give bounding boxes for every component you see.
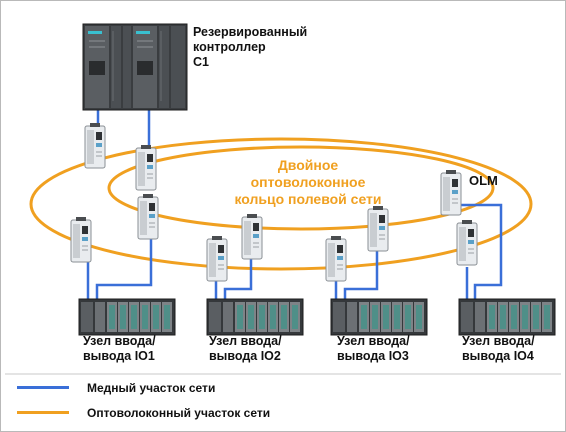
ring-label-line3: кольцо полевой сети	[234, 191, 382, 207]
olm-switch	[84, 123, 106, 169]
ring-label-line1: Двойное	[277, 157, 339, 173]
olm-switch	[440, 170, 462, 216]
inner-fiber-ring	[107, 145, 495, 231]
copper-link-io3-b	[343, 251, 379, 303]
io-node-3-line2: вывода IO3	[337, 349, 409, 363]
io-node-2-line2: вывода IO2	[209, 349, 281, 363]
io-rack-4	[458, 298, 556, 336]
olm-switch	[206, 236, 228, 282]
copper-link-io4-b	[457, 203, 503, 303]
olm-switch	[367, 206, 389, 252]
io-node-4-line1: Узел ввода/	[462, 334, 535, 348]
olm-switch	[70, 217, 92, 263]
controller-label-line3: С1	[193, 55, 209, 69]
controller-label-line2: контроллер	[193, 40, 266, 54]
copper-link-io1-b	[95, 235, 153, 303]
io-node-label-2: Узел ввода/ вывода IO2	[209, 334, 282, 364]
io-rack-3	[330, 298, 428, 336]
outer-fiber-ring	[29, 137, 533, 271]
io-node-label-4: Узел ввода/ вывода IO4	[462, 334, 535, 364]
io-node-4-line2: вывода IO4	[462, 349, 534, 363]
olm-switch	[241, 214, 263, 260]
olm-label: OLM	[469, 173, 498, 188]
olm-switch	[456, 220, 478, 266]
io-node-2-line1: Узел ввода/	[209, 334, 282, 348]
io-rack-2	[206, 298, 304, 336]
olm-switches	[70, 123, 478, 282]
olm-switch	[325, 236, 347, 282]
controller-label-line1: Резервированный	[193, 25, 308, 39]
io-racks	[78, 298, 556, 336]
ring-label: Двойное оптоволоконное кольцо полевой се…	[233, 157, 383, 208]
olm-switch	[135, 145, 157, 191]
io-rack-1	[78, 298, 176, 336]
controller-c1	[82, 23, 188, 111]
copper-link-io2-b	[223, 251, 253, 303]
legend-copper-label: Медный участок сети	[87, 381, 216, 395]
copper-links	[86, 109, 503, 303]
olm-switch	[137, 194, 159, 240]
legend-copper-line	[17, 386, 69, 389]
legend-fiber-label: Оптоволоконный участок сети	[87, 406, 271, 420]
controller-label: Резервированный контроллер С1	[193, 25, 307, 70]
io-node-1-line2: вывода IO1	[83, 349, 155, 363]
io-node-label-3: Узел ввода/ вывода IO3	[337, 334, 410, 364]
io-node-3-line1: Узел ввода/	[337, 334, 410, 348]
io-node-1-line1: Узел ввода/	[83, 334, 156, 348]
ring-label-line2: оптоволоконное	[250, 174, 366, 190]
legend-fiber-line	[17, 411, 69, 414]
io-node-label-1: Узел ввода/ вывода IO1	[83, 334, 156, 364]
